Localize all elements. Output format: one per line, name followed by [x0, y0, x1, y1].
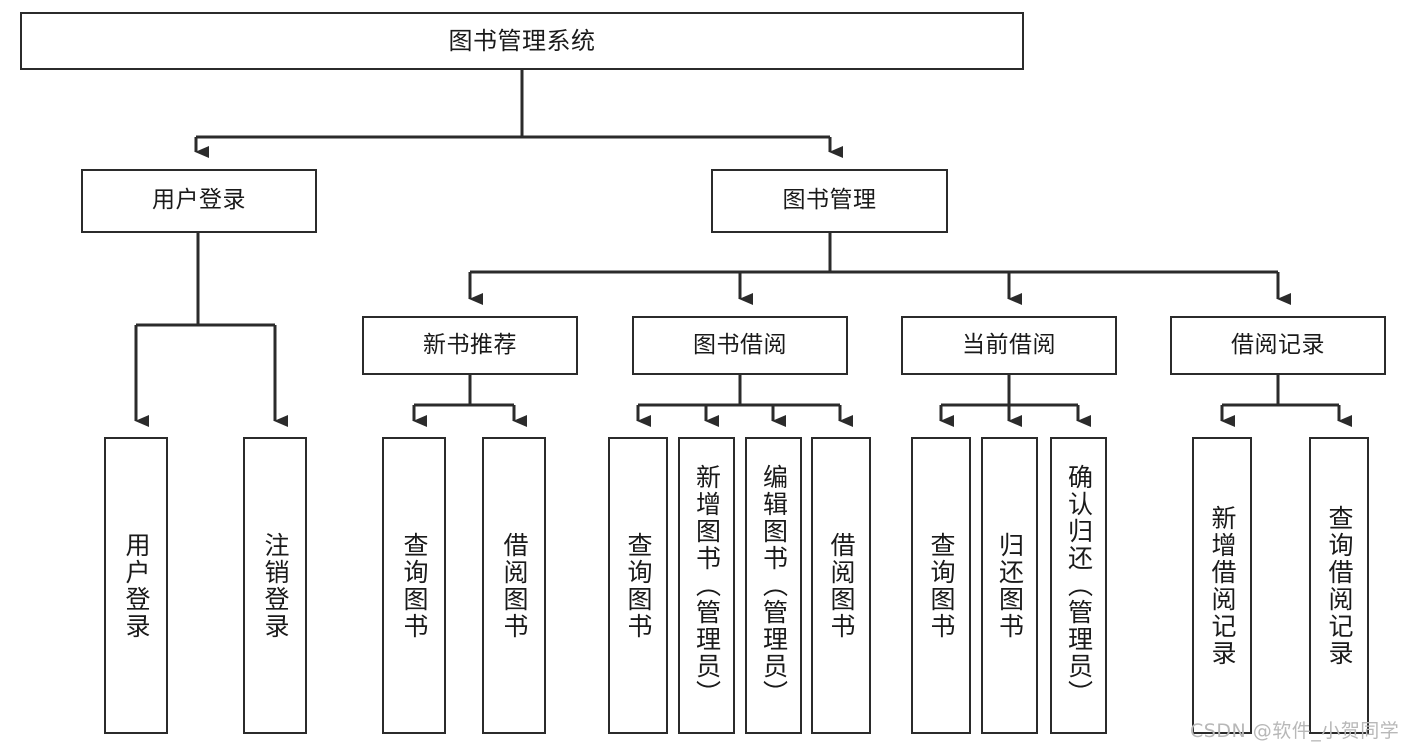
leaf-recommend-borrow-book-label: 借阅图书 [500, 531, 529, 640]
leaf-recommend-query-book-label: 查询图书 [400, 531, 429, 640]
leaf-user-login-signout-label: 注销登录 [261, 531, 290, 640]
node-new-book-recommend[interactable]: 新书推荐 [362, 316, 578, 375]
leaf-borrow-borrow-book[interactable]: 借阅图书 [811, 437, 871, 734]
leaf-current-query-book-label: 查询图书 [927, 531, 956, 640]
leaf-borrow-add-book[interactable]: 新增图书（管理员） [678, 437, 735, 734]
leaf-borrow-query-book[interactable]: 查询图书 [608, 437, 668, 734]
leaf-user-login-signin-label: 用户登录 [122, 531, 151, 640]
node-borrow-record-label: 借阅记录 [1231, 331, 1325, 358]
node-book-management-label: 图书管理 [782, 187, 877, 214]
leaf-current-confirm-return-label: 确认归还（管理员） [1064, 464, 1094, 707]
leaf-recommend-borrow-book[interactable]: 借阅图书 [482, 437, 546, 734]
node-root-system-label: 图书管理系统 [448, 26, 596, 55]
csdn-watermark: CSDN @软件_小贺同学 [1190, 720, 1400, 742]
node-current-borrow-label: 当前借阅 [962, 331, 1056, 358]
node-user-login-label: 用户登录 [152, 187, 246, 214]
leaf-user-login-signin[interactable]: 用户登录 [104, 437, 168, 734]
node-book-management[interactable]: 图书管理 [711, 169, 948, 233]
leaf-current-confirm-return[interactable]: 确认归还（管理员） [1050, 437, 1107, 734]
leaf-record-add-record-label: 新增借阅记录 [1208, 504, 1237, 667]
leaf-borrow-edit-book[interactable]: 编辑图书（管理员） [745, 437, 802, 734]
leaf-record-query-record-label: 查询借阅记录 [1325, 504, 1354, 667]
leaf-borrow-edit-book-label: 编辑图书（管理员） [759, 464, 789, 707]
leaf-borrow-borrow-book-label: 借阅图书 [827, 531, 856, 640]
leaf-user-login-signout[interactable]: 注销登录 [243, 437, 307, 734]
leaf-record-query-record[interactable]: 查询借阅记录 [1309, 437, 1369, 734]
leaf-current-query-book[interactable]: 查询图书 [911, 437, 971, 734]
leaf-recommend-query-book[interactable]: 查询图书 [382, 437, 446, 734]
node-new-book-recommend-label: 新书推荐 [423, 331, 517, 358]
node-current-borrow[interactable]: 当前借阅 [901, 316, 1117, 375]
leaf-borrow-query-book-label: 查询图书 [624, 531, 653, 640]
leaf-current-return-book-label: 归还图书 [995, 531, 1025, 640]
node-root-system[interactable]: 图书管理系统 [20, 12, 1024, 70]
leaf-current-return-book[interactable]: 归还图书 [981, 437, 1038, 734]
leaf-record-add-record[interactable]: 新增借阅记录 [1192, 437, 1252, 734]
node-borrow-record[interactable]: 借阅记录 [1170, 316, 1386, 375]
node-user-login[interactable]: 用户登录 [81, 169, 317, 233]
node-book-borrow-label: 图书借阅 [693, 331, 787, 358]
node-book-borrow[interactable]: 图书借阅 [632, 316, 848, 375]
leaf-borrow-add-book-label: 新增图书（管理员） [692, 464, 722, 707]
